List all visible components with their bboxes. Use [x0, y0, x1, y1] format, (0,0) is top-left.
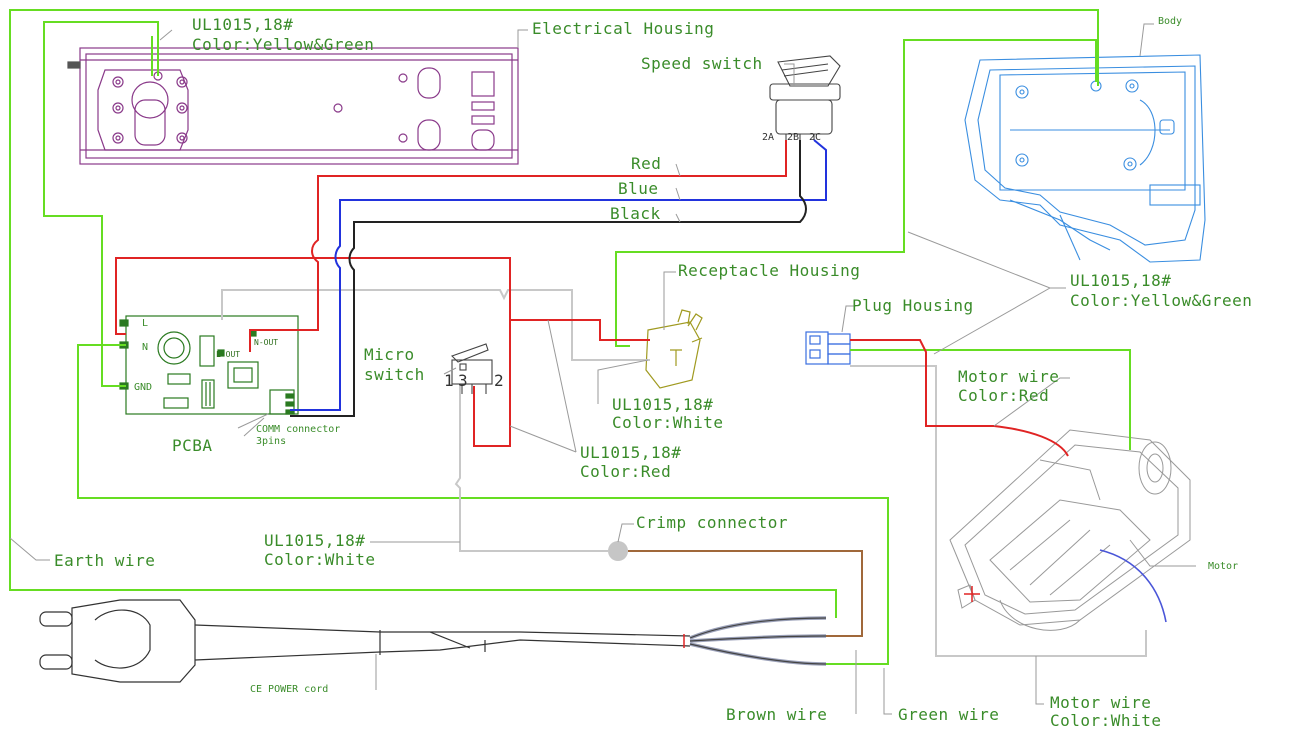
- brown-wire-label: Brown wire: [726, 705, 828, 724]
- white-wire-crimp: [454, 386, 608, 552]
- motor-label: Motor: [1208, 561, 1239, 572]
- ul-white-left-label: UL1015,18#: [264, 531, 366, 550]
- micro-switch-pin-2: 2: [494, 371, 505, 390]
- terminal-2b-label: 2B: [787, 132, 800, 143]
- comm-connector-pins: 3pins: [256, 436, 287, 447]
- ul-yellow-green-right-color: Color:Yellow&Green: [1070, 291, 1253, 310]
- ul-red-label: UL1015,18#: [580, 443, 682, 462]
- receptacle-housing-label: Receptacle Housing: [678, 261, 861, 280]
- plug-housing-label: Plug Housing: [852, 296, 974, 315]
- blue-motor-wire: [1099, 549, 1167, 623]
- motor-wire-red-label: Motor wire: [958, 367, 1060, 386]
- ul-white-receptacle-color: Color:White: [612, 413, 724, 432]
- speed-switch-label: Speed switch: [641, 54, 763, 73]
- comm-connector-label: COMM connector: [256, 424, 341, 435]
- body-label: Body: [1158, 16, 1183, 27]
- receptacle-housing: [645, 309, 703, 389]
- motor-wire-white-color: Color:White: [1050, 711, 1162, 730]
- speed-switch: [769, 55, 841, 140]
- red-wire-receptacle: [510, 319, 650, 341]
- motor-wire-red-color: Color:Red: [958, 386, 1050, 405]
- motor-wire-white-label: Motor wire: [1050, 693, 1152, 712]
- earth-wire-label: Earth wire: [54, 551, 156, 570]
- green-wire: [77, 344, 889, 665]
- ce-power-cord-label: CE POWER cord: [250, 684, 329, 695]
- receptacle-earth-wire: [615, 39, 1097, 347]
- white-wire-pcb: [221, 289, 650, 361]
- ul-white-left-color: Color:White: [264, 550, 376, 569]
- ul-white-receptacle-label: UL1015,18#: [612, 395, 714, 414]
- pcba-label: PCBA: [172, 436, 213, 455]
- leader-lines: [9, 23, 1196, 715]
- pcb-gnd-label: GND: [134, 382, 153, 393]
- cord-wire-ends-core: [689, 617, 827, 665]
- pcb-nout-label: N-OUT: [254, 338, 279, 347]
- pcb-l-label: L: [142, 318, 149, 329]
- micro-switch-label-line2: switch: [364, 365, 425, 384]
- crimp-connector-dot: [608, 541, 628, 561]
- ul-yellow-green-top-label: UL1015,18#: [192, 15, 294, 34]
- red-wire-label: Red: [631, 154, 662, 173]
- electrical-housing: [67, 47, 519, 165]
- pcb-lout-label: L-OUT: [216, 350, 241, 359]
- terminal-2c-label: 2C: [809, 132, 822, 143]
- ul-red-color: Color:Red: [580, 462, 672, 481]
- red-wire-pcb: [115, 257, 511, 447]
- white-wire-motor: [850, 365, 1147, 657]
- earth-wire: [9, 9, 1099, 618]
- plug-housing: [805, 331, 851, 365]
- blue-wire: [290, 139, 827, 411]
- black-wire-label: Black: [610, 204, 661, 223]
- black-wire: [290, 140, 807, 417]
- ul-yellow-green-top-color: Color:Yellow&Green: [192, 35, 375, 54]
- motor-earth-wire: [850, 349, 1131, 450]
- micro-switch: [450, 343, 493, 394]
- green-wire-label: Green wire: [898, 705, 1000, 724]
- pcb-n-label: N: [142, 342, 149, 353]
- micro-switch-label-line1: Micro: [364, 345, 415, 364]
- micro-switch-pin-1: 1: [444, 371, 455, 390]
- red-wire-motor: [850, 339, 1069, 457]
- brown-wire: [628, 550, 863, 637]
- housing-earth-wire: [43, 21, 159, 387]
- cord-wire-ends: [689, 616, 827, 666]
- crimp-connector-label: Crimp connector: [636, 513, 788, 532]
- body-housing: [964, 54, 1206, 263]
- terminal-2a-label: 2A: [762, 132, 775, 143]
- motor-drawing: [949, 429, 1191, 631]
- micro-switch-pin-3: 3: [458, 371, 469, 390]
- blue-wire-label: Blue: [618, 179, 659, 198]
- ce-power-plug: [39, 599, 691, 683]
- ul-yellow-green-right-label: UL1015,18#: [1070, 271, 1172, 290]
- electrical-housing-label: Electrical Housing: [532, 19, 715, 38]
- red-wire-switch: [249, 140, 787, 352]
